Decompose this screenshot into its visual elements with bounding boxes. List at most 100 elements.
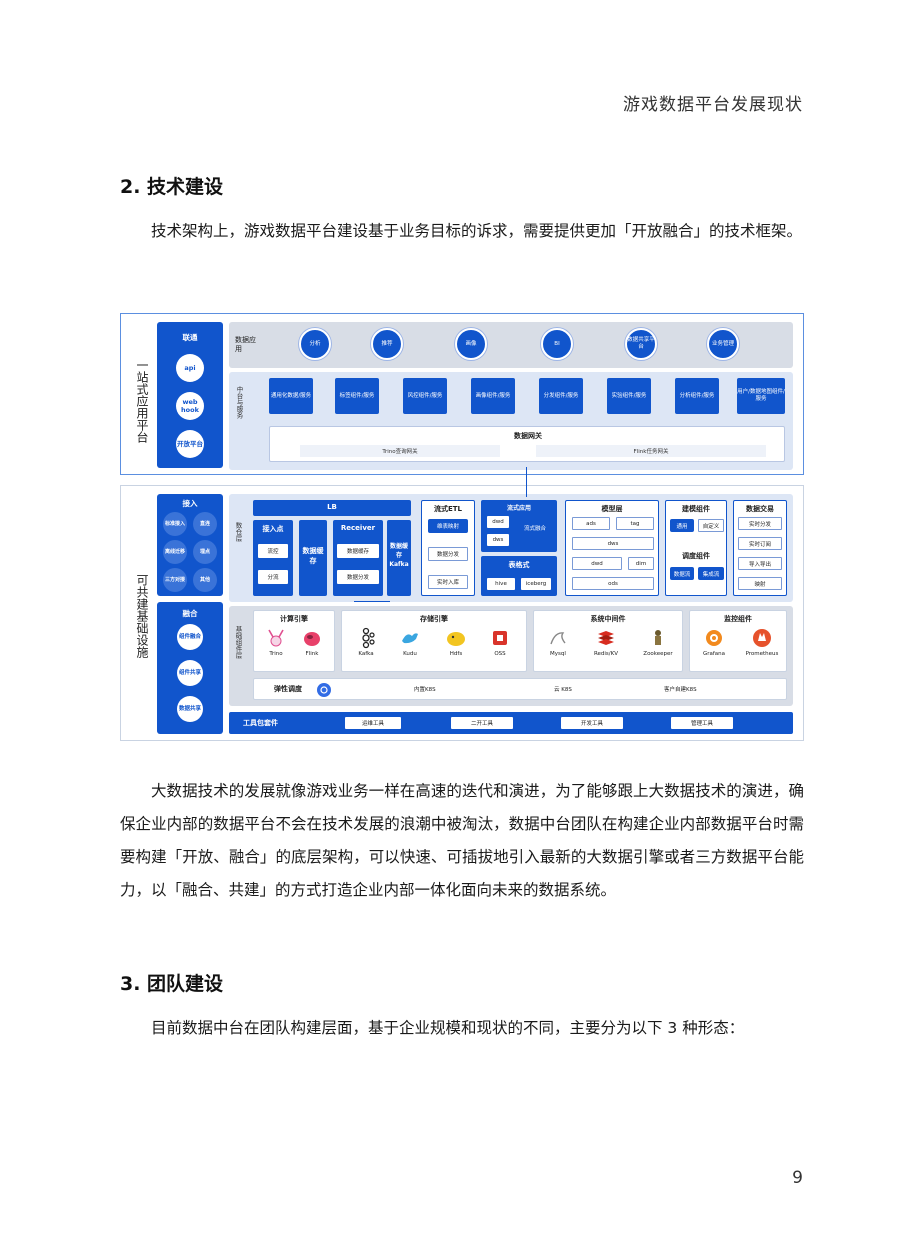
fusion-component-circle: 组件融合 — [177, 624, 203, 650]
stream-etl-dispatch: 数据分发 — [428, 547, 468, 561]
modeling-box: 建模组件 通用 自定义 调度组件 数据流 集成流 — [665, 500, 727, 596]
elastic-row: 弹性调度 内置K8S 云 K8S 客户自建K8S — [253, 678, 787, 700]
comp-flink: Flink — [294, 627, 330, 657]
fusion-column: 融合 组件融合 组件共享 数据共享 — [157, 602, 223, 734]
comp-trino: Trino — [258, 627, 294, 657]
svc-datamap: 用户/数据地图组件/服务 — [737, 378, 785, 414]
monitor-panel: 监控组件 Grafana Prometheus — [689, 610, 787, 672]
app-analysis-circle: 分析 — [299, 328, 331, 360]
svc-analysis: 分析组件/服务 — [675, 378, 719, 414]
app-portrait-circle: 画像 — [455, 328, 487, 360]
stream-merge-label: 流式融合 — [523, 526, 546, 532]
hdfs-icon — [447, 632, 465, 646]
scheduling-integration-label: 集成流 — [702, 572, 720, 578]
data-app-band: 数据应用 分析 推荐 画像 BI 数据共享平台 业务管理 — [229, 322, 793, 368]
elastic-builtin-k8s: 内置K8S — [414, 687, 436, 693]
grafana-label: Grafana — [702, 651, 726, 657]
gateway-trino: Trino查询网关 — [300, 445, 500, 457]
table-format-iceberg: iceberg — [521, 578, 551, 590]
oss-icon — [493, 631, 507, 645]
tool-ops: 运维工具 — [345, 717, 401, 729]
stream-etl-dim-label: 维表映射 — [436, 524, 459, 530]
tool-dev2: 二开工具 — [451, 717, 513, 729]
table-format-title: 表格式 — [508, 561, 530, 569]
access-standard-circle: 标准接入 — [163, 512, 187, 536]
upper-frame: 一站式应用平台 联通 api web hook 开放平台 数据应用 分析 推荐 … — [120, 313, 804, 475]
zookeeper-icon — [655, 630, 661, 645]
running-header: 游戏数据平台发展现状 — [623, 95, 803, 115]
access-point-block: 接入点 流控 分流 — [253, 520, 293, 596]
gateway-title: 数据网关 — [514, 432, 542, 440]
monitor-title: 监控组件 — [724, 615, 752, 623]
data-cache-1-block: 数据缓存 — [299, 520, 327, 596]
exchange-mapping: 映射 — [738, 577, 782, 590]
model-ods: ods — [572, 577, 654, 590]
elastic-title: 弹性调度 — [274, 685, 302, 693]
flink-icon — [304, 632, 320, 646]
receiver-title: Receiver — [340, 524, 376, 532]
connect-column: 联通 api web hook 开放平台 — [157, 322, 223, 468]
infra-band: 基础组件层 计算引擎 Trino Flink 存储引擎 Kafka — [229, 606, 793, 706]
access-title: 接入 — [182, 499, 198, 508]
modeling-title: 建模组件 — [682, 505, 710, 513]
warehouse-band: 数仓层 LB 接入点 流控 分流 数据缓存 Receiver 数据缓存 数据分发 — [229, 494, 793, 602]
arrow-horizontal-flow — [354, 601, 390, 602]
data-gateway: 数据网关 Trino查询网关 Flink任务网关 — [269, 426, 785, 462]
exchange-box: 数据交易 实时分发 实时订阅 导入导出 映射 — [733, 500, 787, 596]
section-title-team: 3. 团队建设 — [120, 973, 224, 995]
grafana-icon — [706, 630, 722, 646]
trino-icon — [268, 629, 284, 647]
scheduling-dataflow: 数据流 — [670, 567, 694, 580]
tool-dev: 开发工具 — [561, 717, 623, 729]
stream-etl-box: 流式ETL 维表映射 数据分发 实时入库 — [421, 500, 475, 596]
section-title-tech: 2. 技术建设 — [120, 176, 224, 198]
access-point-flow: 流控 — [258, 544, 288, 558]
lb-label: LB — [327, 503, 337, 511]
receiver-cache: 数据缓存 — [337, 544, 379, 558]
comp-grafana: Grafana — [696, 627, 732, 657]
connect-openplatform-circle: 开放平台 — [176, 430, 204, 458]
page-number: 9 — [792, 1168, 803, 1188]
access-other-circle: 其他 — [193, 568, 217, 592]
comp-oss: OSS — [482, 627, 518, 657]
table-format-hive: hive — [487, 578, 515, 590]
fusion-data-circle: 数据共享 — [177, 696, 203, 722]
svc-dispatch: 分发组件/服务 — [539, 378, 583, 414]
comp-kafka: Kafka — [348, 627, 384, 657]
elastic-cloud-k8s: 云 K8S — [554, 687, 572, 693]
comp-kudu: Kudu — [392, 627, 428, 657]
prometheus-label: Prometheus — [745, 651, 779, 657]
stream-etl-title: 流式ETL — [433, 505, 463, 513]
comp-hdfs: Hdfs — [438, 627, 474, 657]
middle-service-band: 中台与服务 通用化数据/服务 标签组件/服务 风控组件/服务 画像组件/服务 分… — [229, 372, 793, 470]
modeling-general: 通用 — [670, 519, 694, 532]
model-ads: ads — [572, 517, 610, 530]
stream-etl-dim: 维表映射 — [428, 519, 468, 533]
compute-panel: 计算引擎 Trino Flink — [253, 610, 335, 672]
storage-title: 存储引擎 — [420, 615, 448, 623]
model-dws: dws — [572, 537, 654, 550]
toolkit-bar: 工具包套件 运维工具 二开工具 开发工具 管理工具 — [229, 712, 793, 734]
app-bizmanage-circle: 业务管理 — [707, 328, 739, 360]
receiver-dispatch: 数据分发 — [337, 570, 379, 584]
gateway-flink: Flink任务网关 — [536, 445, 766, 457]
fusion-title: 融合 — [182, 609, 198, 618]
data-cache-1-label: 数据缓存 — [302, 547, 324, 565]
kudu-icon — [402, 633, 418, 644]
comp-prometheus: Prometheus — [744, 627, 780, 657]
kafka-icon — [362, 627, 375, 649]
elastic-custom-k8s: 客户自建K8S — [664, 687, 697, 693]
lb-bar: LB — [253, 500, 411, 516]
kafka-label: Kafka — [358, 651, 374, 657]
middleware-panel: 系统中间件 Mysql Redis/KV Zookeeper — [533, 610, 683, 672]
exchange-title: 数据交易 — [746, 505, 774, 513]
scheduling-integration: 集成流 — [698, 567, 724, 580]
connect-title: 联通 — [182, 333, 198, 342]
app-bi-circle: BI — [541, 328, 573, 360]
data-cache-kafka-label: 数据缓存 Kafka — [389, 543, 409, 568]
data-cache-kafka-block: 数据缓存 Kafka — [387, 520, 411, 596]
warehouse-label: 数仓层 — [234, 522, 242, 542]
comp-mysql: Mysql — [540, 627, 576, 657]
svc-general: 通用化数据/服务 — [269, 378, 313, 414]
architecture-figure: 一站式应用平台 联通 api web hook 开放平台 数据应用 分析 推荐 … — [120, 313, 804, 741]
